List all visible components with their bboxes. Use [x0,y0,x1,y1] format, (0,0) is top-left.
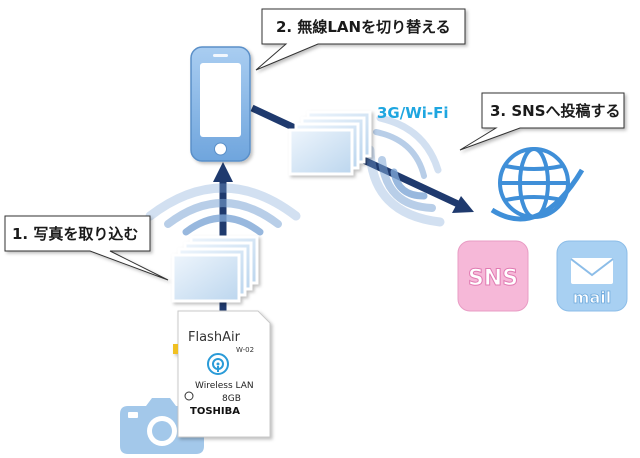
card-wireless: Wireless LAN [195,381,254,391]
wifi-wave-icon [145,183,301,236]
callout-step1 [4,215,169,281]
globe-icon [490,147,585,222]
card-maker: TOSHIBA [190,406,240,417]
network-label: 3G/Wi-Fi [377,104,449,122]
sd-card-icon [173,310,271,438]
card-brand: FlashAir [188,330,241,345]
mail-tile [556,240,628,312]
mail-tile-label: mail [573,288,611,307]
card-model: W-02 [236,346,254,354]
card-capacity: 8GB [222,394,241,404]
sns-tile [457,240,529,312]
photo-stack-icon [288,110,372,176]
sns-tile-label: SNS [468,266,518,291]
envelope-icon [570,258,614,284]
callout-step3 [459,92,625,151]
callout-step2-text: 2. 無線LANを切り替える [276,18,451,36]
callout-step2 [255,8,466,71]
smartphone-icon [190,46,251,162]
photo-stack-icon [171,235,259,303]
callout-step3-text: 3. SNSへ投稿する [490,102,621,120]
callout-step1-text: 1. 写真を取り込む [12,225,138,243]
wifi-wave-icon [365,114,445,227]
